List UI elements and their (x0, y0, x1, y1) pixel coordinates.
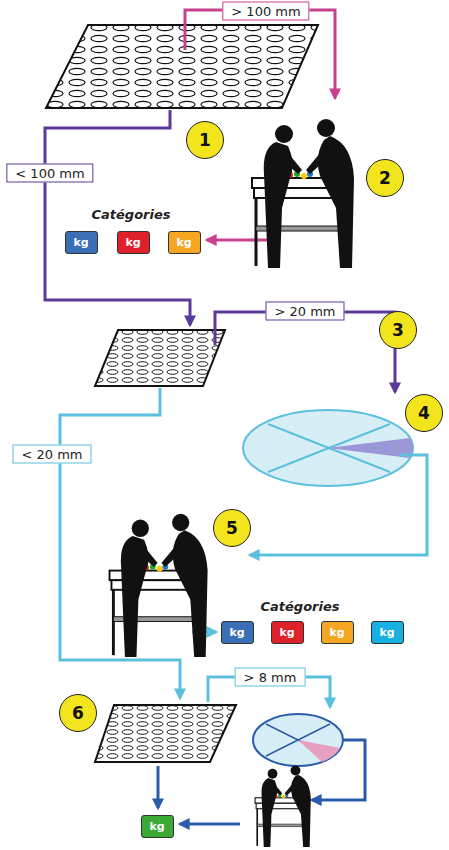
callout-number: 3 (379, 311, 417, 349)
callout-text: 4 (418, 403, 430, 423)
callout-number: 5 (213, 509, 251, 547)
bin-label: kg (329, 626, 344, 639)
category-bin: kg (321, 621, 354, 644)
bin-label: kg (125, 236, 140, 249)
size-label: > 100 mm (222, 2, 309, 21)
callout-text: 6 (72, 703, 84, 723)
bin-label: kg (149, 820, 164, 833)
callout-text: 1 (199, 130, 211, 150)
size-label: > 20 mm (265, 302, 344, 321)
callout-text: 2 (379, 168, 391, 188)
bin-label: kg (176, 236, 191, 249)
category-bin: kg (168, 231, 201, 254)
bin-label: kg (229, 626, 244, 639)
category-heading: Catégories (260, 599, 339, 614)
callout-number: 4 (405, 394, 443, 432)
bin-label: kg (279, 626, 294, 639)
size-label: < 100 mm (6, 164, 93, 183)
category-bin: kg (371, 621, 404, 644)
callout-number: 6 (59, 694, 97, 732)
callout-number: 2 (366, 159, 404, 197)
callout-number: 1 (186, 121, 224, 159)
callout-text: 3 (392, 320, 404, 340)
size-label: < 20 mm (12, 445, 91, 464)
callout-text: 5 (226, 518, 238, 538)
category-bin: kg (117, 231, 150, 254)
bin-label: kg (73, 236, 88, 249)
size-label: > 8 mm (235, 668, 306, 687)
category-bin: kg (65, 231, 98, 254)
category-bin: kg (271, 621, 304, 644)
category-bin: kg (141, 815, 174, 838)
category-bin: kg (221, 621, 254, 644)
category-heading: Catégories (91, 207, 170, 222)
bin-label: kg (379, 626, 394, 639)
